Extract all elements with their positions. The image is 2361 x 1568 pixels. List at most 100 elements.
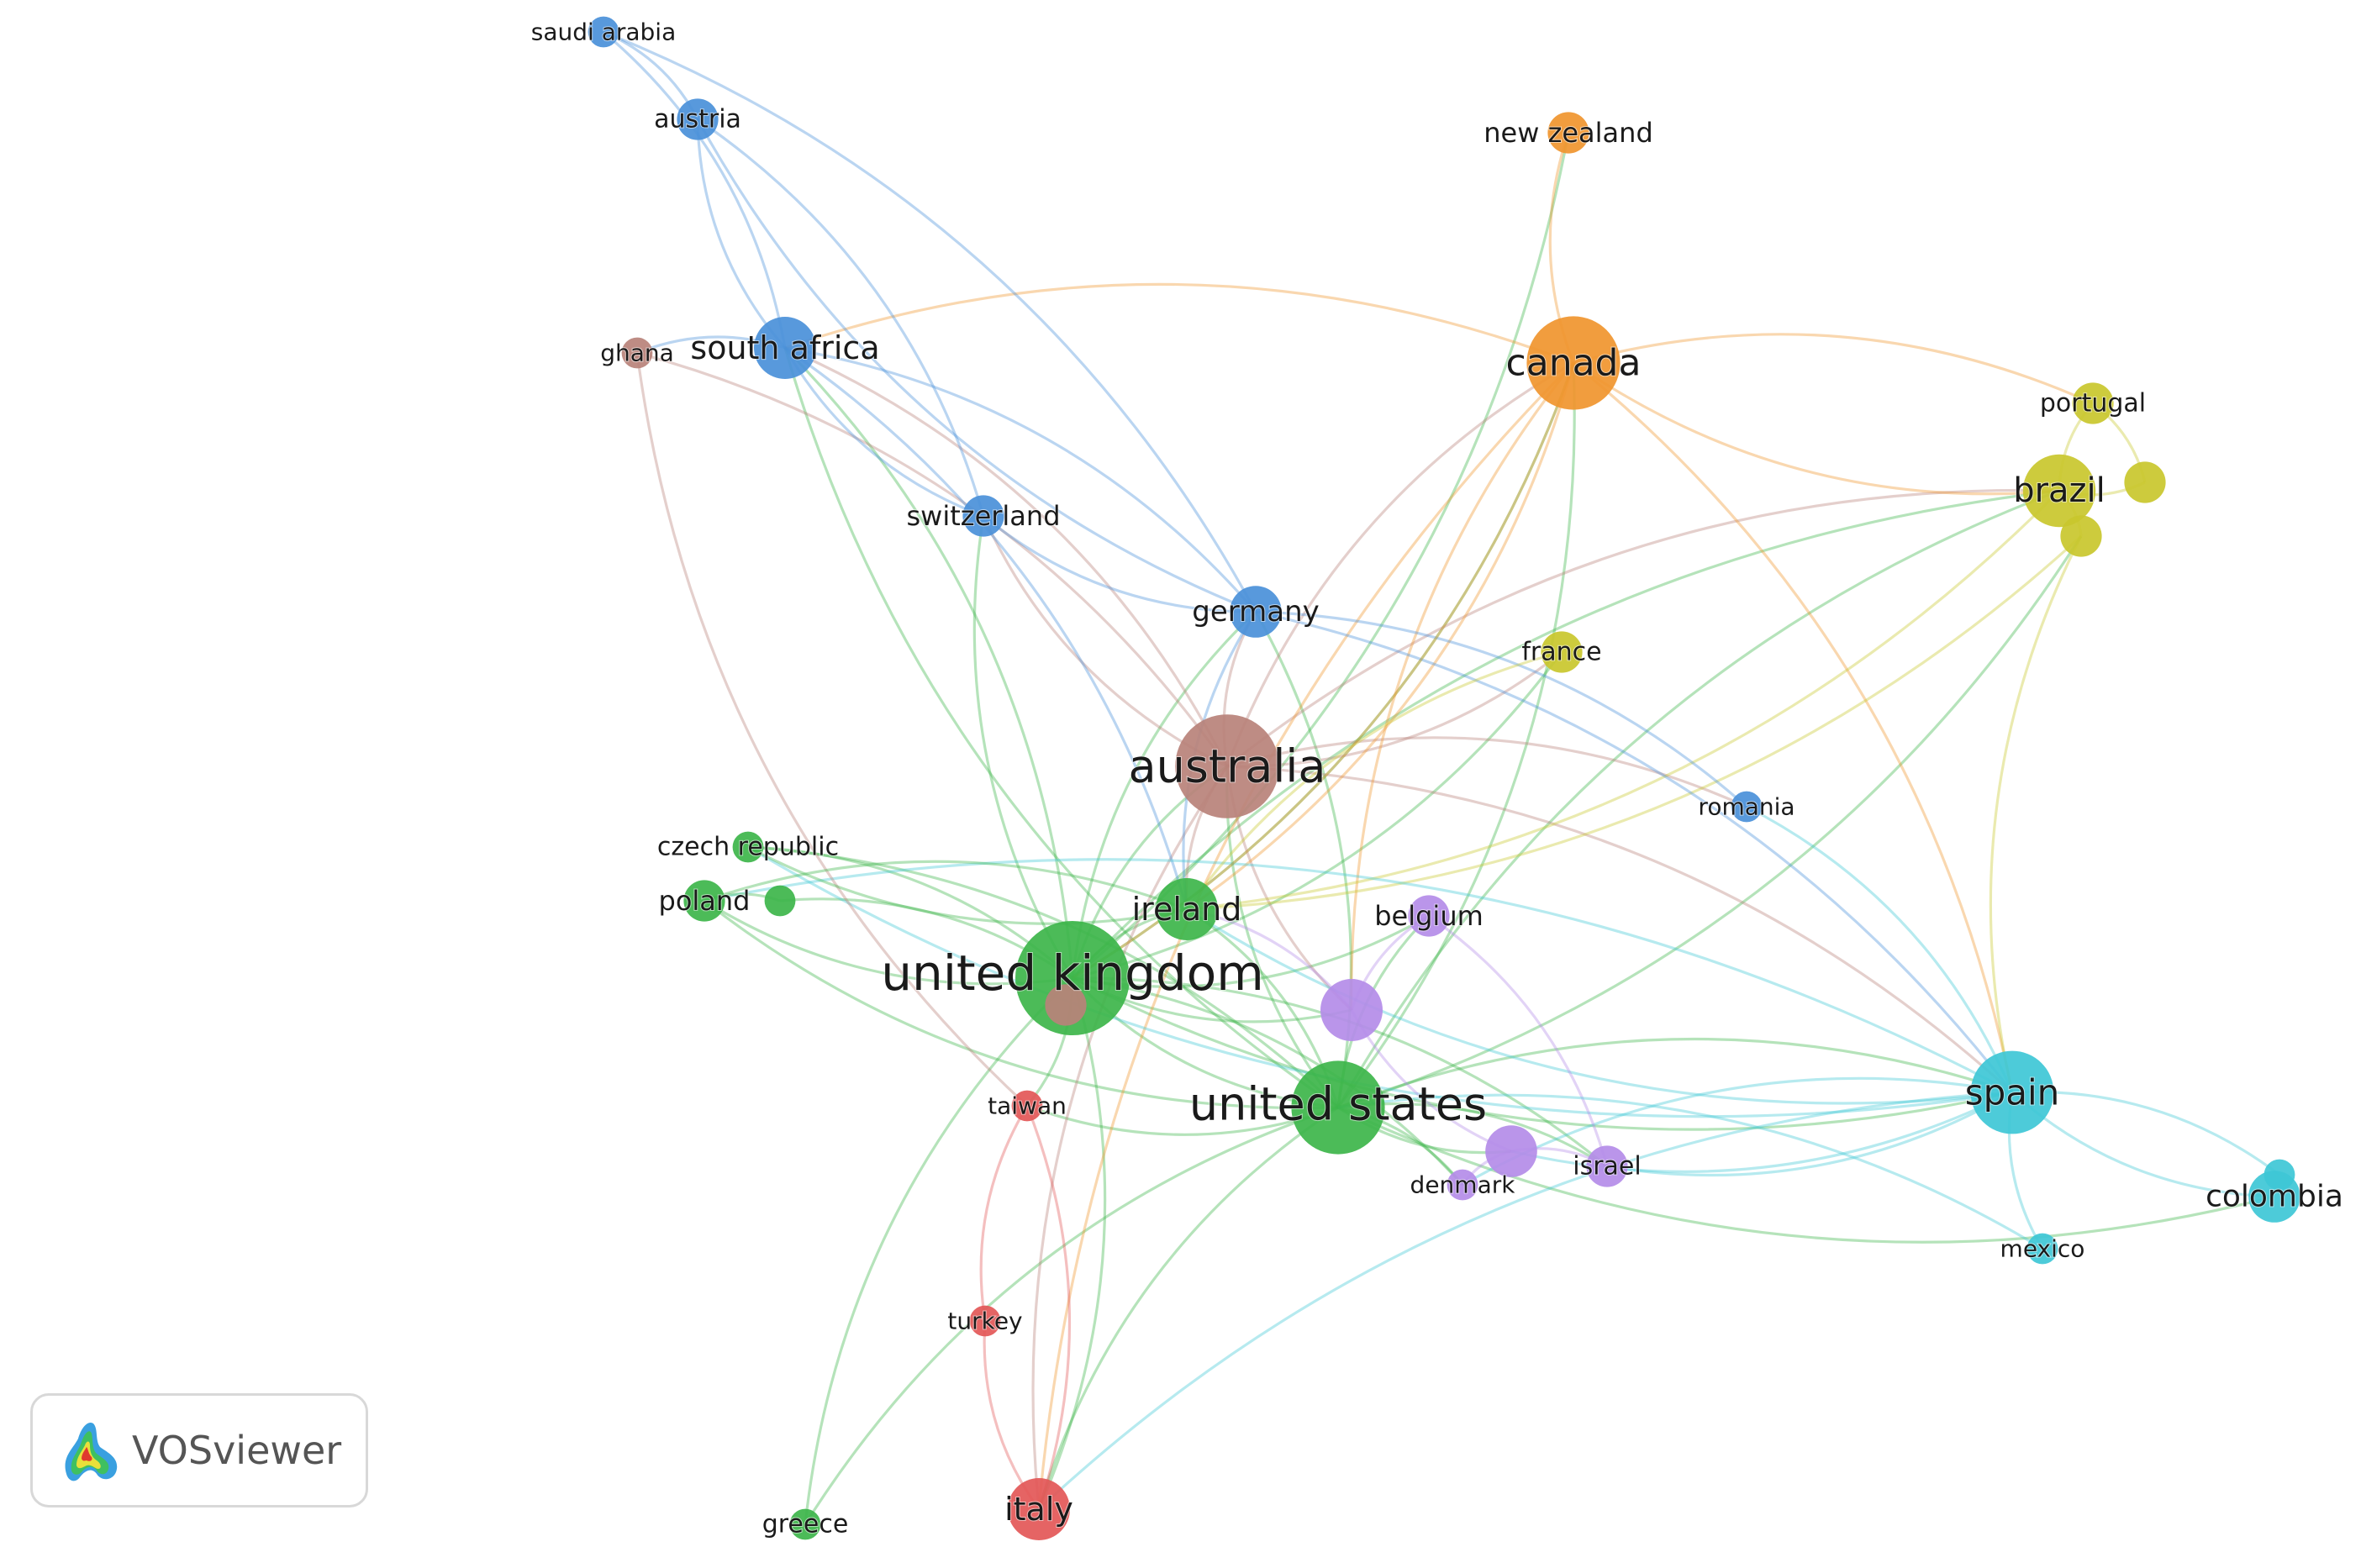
link-united-kingdom-south-africa — [783, 346, 1074, 979]
link-belgium-israel — [1428, 914, 1609, 1167]
link-united-states-spain — [1337, 1037, 2013, 1109]
node-saudi-arabia[interactable] — [588, 16, 619, 48]
node-brazil-a[interactable] — [2124, 461, 2166, 503]
node-purple-hub[interactable] — [1320, 979, 1383, 1041]
node-south-africa[interactable] — [754, 317, 816, 379]
node-greece[interactable] — [789, 1508, 821, 1540]
node-brazil-b[interactable] — [2060, 515, 2102, 557]
label-mexico[interactable]: mexico — [2000, 1234, 2086, 1264]
link-australia-switzerland — [982, 515, 1228, 768]
label-taiwan[interactable]: taiwan — [987, 1092, 1067, 1121]
link-spain-israel — [1606, 1091, 2013, 1177]
node-israel[interactable] — [1586, 1145, 1628, 1187]
vosviewer-logo: VOSviewer — [30, 1393, 368, 1507]
link-united-kingdom-france — [1072, 651, 1563, 980]
node-switzerland[interactable] — [962, 495, 1004, 537]
label-spain[interactable]: spain — [1964, 1071, 2061, 1114]
label-greece[interactable]: greece — [762, 1509, 850, 1540]
label-australia[interactable]: australia — [1127, 739, 1326, 794]
link-turkey-taiwan — [979, 1105, 1029, 1322]
node-united-kingdom[interactable] — [1015, 921, 1130, 1035]
label-poland[interactable]: poland — [658, 884, 751, 918]
node-czech-republic[interactable] — [732, 831, 764, 863]
node-portugal[interactable] — [2072, 382, 2114, 424]
label-south-africa[interactable]: south africa — [689, 329, 880, 367]
node-poland[interactable] — [683, 880, 725, 922]
label-israel[interactable]: israel — [1572, 1151, 1642, 1182]
label-italy[interactable]: italy — [1004, 1490, 1074, 1529]
node-romania[interactable] — [1731, 791, 1763, 823]
node-denmark[interactable] — [1447, 1169, 1478, 1201]
link-france-ireland — [1185, 650, 1563, 910]
label-austria[interactable]: austria — [653, 104, 742, 135]
node-uk-brown[interactable] — [1045, 984, 1087, 1026]
node-australia[interactable] — [1175, 714, 1279, 818]
link-austria-germany — [696, 118, 1257, 613]
label-czech-republic[interactable]: czech republic — [656, 832, 840, 863]
node-united-states[interactable] — [1291, 1060, 1385, 1155]
label-switzerland[interactable]: switzerland — [905, 499, 1061, 533]
node-germany[interactable] — [1230, 586, 1282, 638]
node-france[interactable] — [1541, 631, 1583, 673]
link-united-states-italy — [1037, 1106, 1339, 1510]
link-brazil-ireland — [1186, 489, 2061, 911]
link-united-kingdom-greece — [804, 976, 1074, 1525]
link-south-africa-switzerland — [783, 347, 984, 518]
node-austria[interactable] — [677, 98, 719, 140]
label-colombia[interactable]: colombia — [2205, 1179, 2344, 1215]
label-germany[interactable]: germany — [1191, 594, 1320, 629]
label-brazil[interactable]: brazil — [2012, 471, 2106, 511]
link-canada-ireland — [1186, 362, 1575, 911]
label-saudi-arabia[interactable]: saudi arabia — [530, 18, 677, 47]
link-layer — [602, 30, 2280, 1525]
label-denmark[interactable]: denmark — [1410, 1171, 1517, 1200]
link-australia-italy — [1031, 766, 1229, 1510]
label-ghana[interactable]: ghana — [599, 339, 675, 368]
node-mexico[interactable] — [2026, 1233, 2058, 1265]
label-portugal[interactable]: portugal — [2039, 388, 2147, 419]
label-turkey[interactable]: turkey — [946, 1307, 1023, 1336]
label-ireland[interactable]: ireland — [1131, 890, 1243, 929]
node-poland-2[interactable] — [764, 885, 796, 917]
link-united-states-greece — [804, 1106, 1339, 1525]
link-spain-ireland — [1186, 908, 2013, 1105]
link-brazil-b-ireland — [1186, 534, 2083, 911]
label-new-zealand[interactable]: new zealand — [1483, 116, 1654, 150]
node-ireland[interactable] — [1156, 878, 1218, 940]
link-united-states-colombia — [1337, 1106, 2275, 1244]
label-canada[interactable]: canada — [1505, 341, 1642, 386]
link-canada-spain — [1572, 361, 2014, 1093]
link-switzerland-germany — [982, 514, 1257, 613]
node-new-zealand[interactable] — [1547, 112, 1589, 154]
node-purple-2[interactable] — [1485, 1125, 1537, 1177]
node-turkey[interactable] — [969, 1305, 1001, 1337]
node-taiwan[interactable] — [1011, 1090, 1043, 1122]
link-spain-italy — [1037, 1091, 2013, 1511]
label-france[interactable]: france — [1520, 637, 1602, 668]
link-south-africa-germany — [784, 346, 1257, 613]
link-united-kingdom-new-zealand — [1071, 132, 1570, 980]
node-colombia-2[interactable] — [2264, 1159, 2295, 1191]
node-ghana[interactable] — [621, 337, 653, 369]
label-united-kingdom[interactable]: united kingdom — [880, 944, 1264, 1002]
label-united-states[interactable]: united states — [1188, 1077, 1488, 1132]
link-italy-taiwan — [1025, 1105, 1072, 1510]
node-belgium[interactable] — [1408, 895, 1450, 937]
link-ireland-czech-republic — [747, 845, 1188, 925]
link-united-kingdom-italy — [1037, 977, 1107, 1510]
node-brazil[interactable] — [2022, 454, 2096, 528]
link-ireland-poland — [704, 860, 1188, 911]
link-canada-portugal — [1573, 333, 2094, 405]
link-australia-canada — [1225, 361, 1574, 767]
link-south-africa-saudi-arabia — [602, 30, 787, 349]
label-romania[interactable]: romania — [1697, 792, 1795, 822]
link-brazil-b-spain — [1989, 535, 2083, 1093]
link-united-states-brazil-b — [1337, 535, 2083, 1109]
link-australia-romania — [1226, 736, 1747, 808]
link-mexico-united-states — [1337, 1093, 2043, 1250]
label-belgium[interactable]: belgium — [1373, 899, 1484, 933]
node-canada[interactable] — [1526, 316, 1621, 410]
node-spain[interactable] — [1970, 1050, 2054, 1134]
node-italy[interactable] — [1008, 1478, 1070, 1540]
